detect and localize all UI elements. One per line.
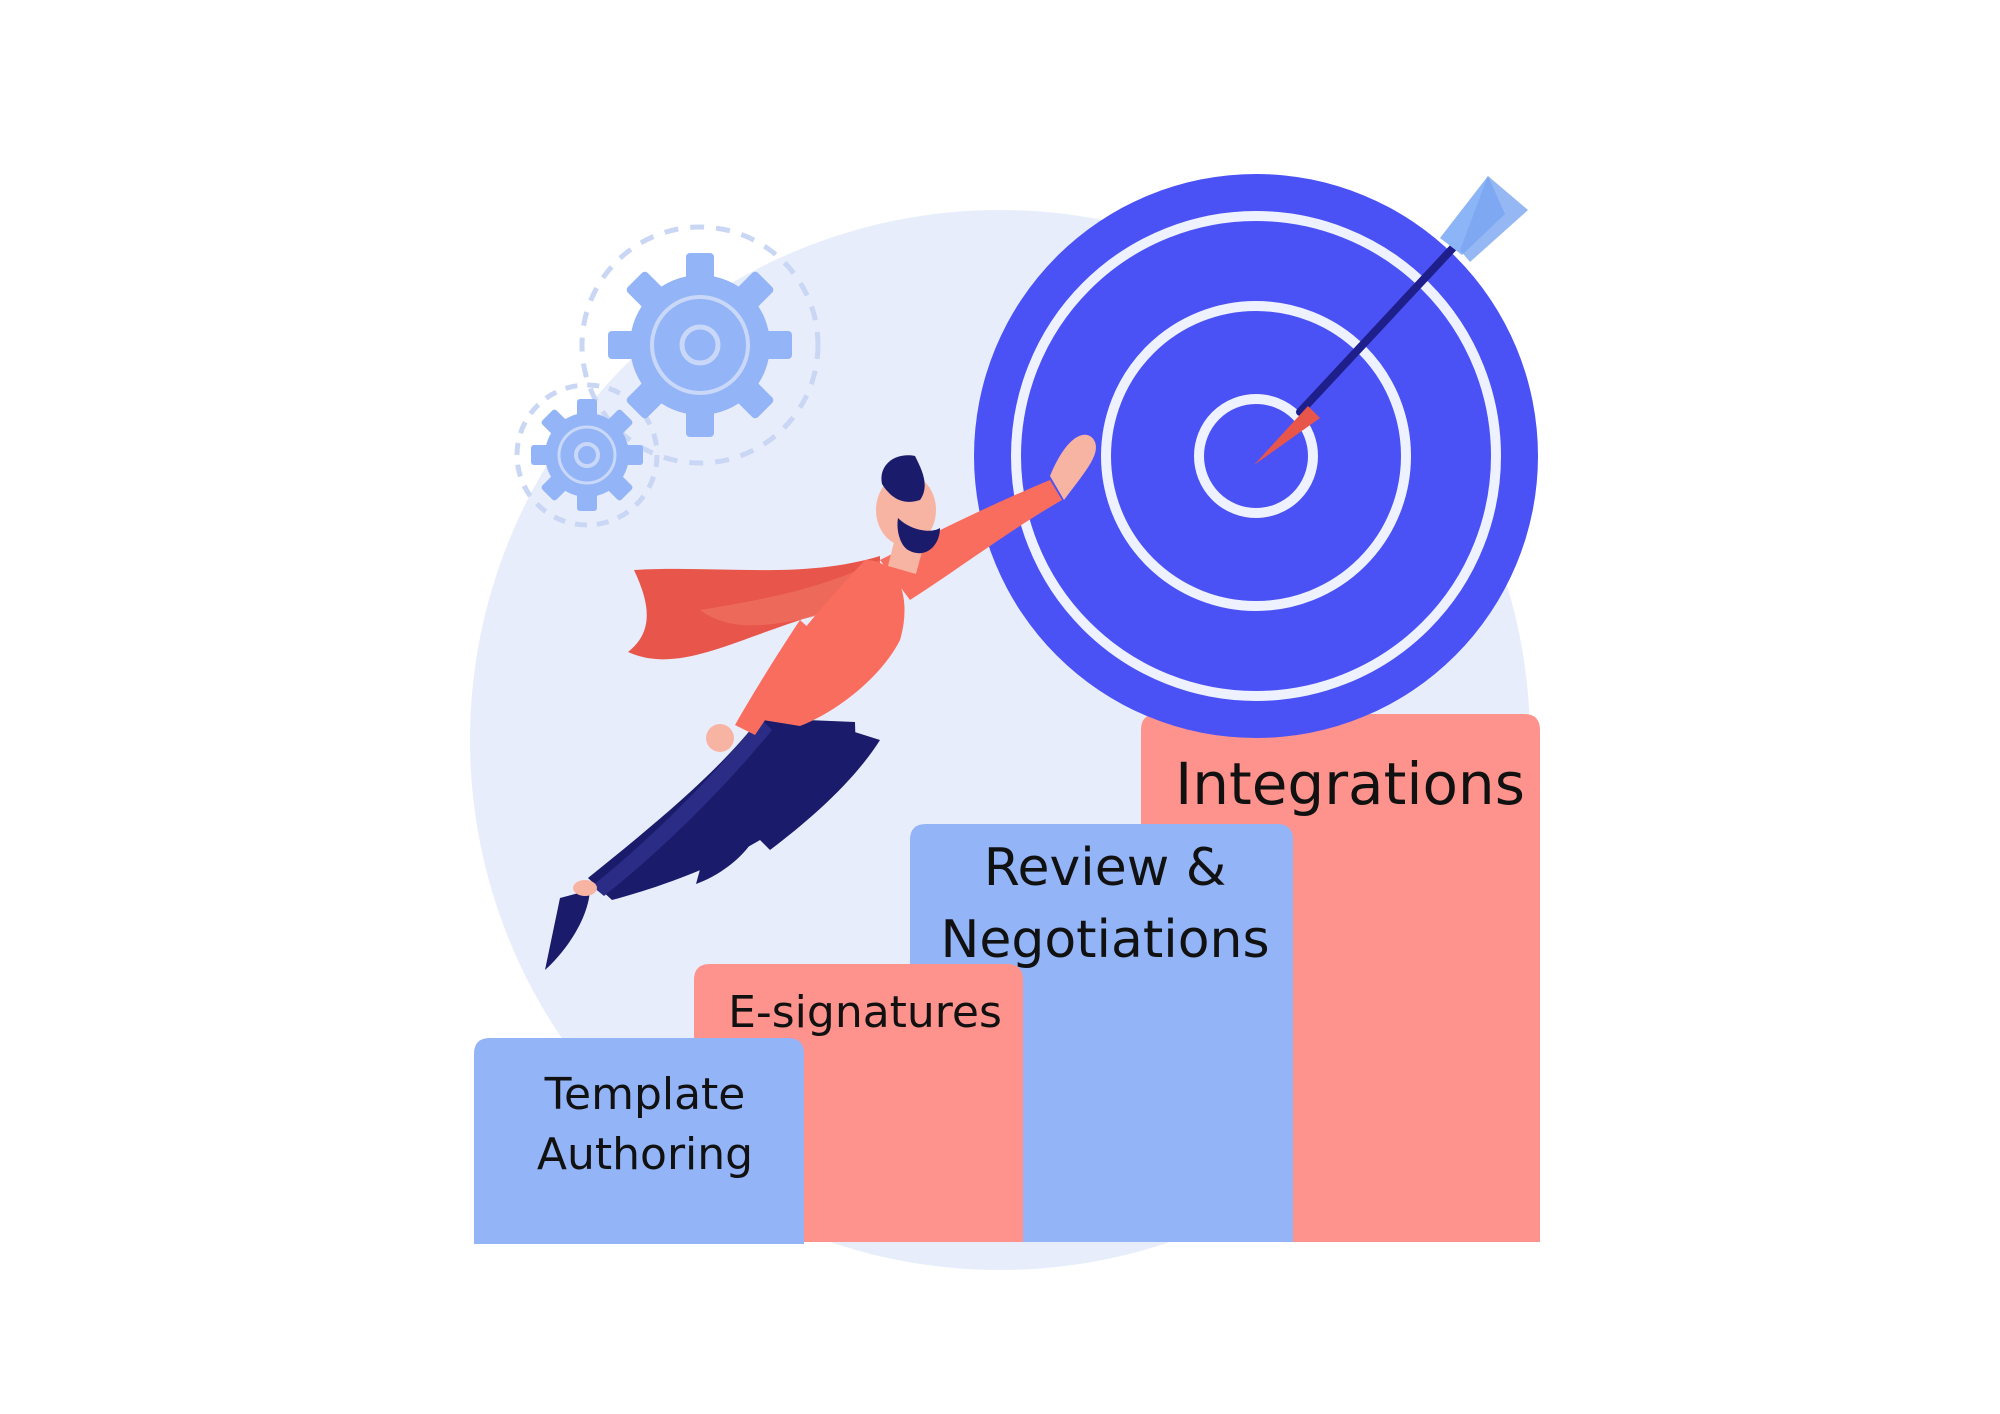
step-label-e-signatures: E-signatures — [700, 985, 1030, 1040]
step-label-line: Authoring — [536, 1129, 754, 1180]
bullseye-target-icon — [974, 174, 1538, 738]
step-label-line: Integrations — [1175, 750, 1525, 818]
arrow-icon — [1254, 176, 1528, 465]
front-leg-highlight — [592, 718, 772, 896]
lower-arm — [735, 620, 822, 735]
raised-arm — [880, 480, 1062, 600]
fist — [1050, 434, 1096, 500]
front-shoe — [545, 890, 590, 970]
front-leg — [588, 718, 856, 900]
step-label-review-negotiations: Review & Negotiations — [910, 832, 1300, 976]
step-label-line: E-signatures — [728, 987, 1002, 1038]
large-gear-icon — [608, 253, 792, 437]
step-label-integrations: Integrations — [1150, 748, 1550, 821]
step-label-line: Template — [544, 1069, 746, 1120]
hair — [881, 455, 925, 502]
steps-group — [474, 714, 1540, 1244]
gears-icon — [514, 224, 821, 528]
step-label-line: Review & — [983, 838, 1227, 898]
step-label-template-authoring: Template Authoring — [475, 1065, 815, 1185]
small-gear-icon — [531, 399, 643, 511]
step-label-line: Negotiations — [940, 910, 1270, 970]
step-bar-template-authoring — [474, 1038, 804, 1244]
flying-superhero-figure — [545, 434, 1096, 970]
beard — [897, 518, 940, 554]
